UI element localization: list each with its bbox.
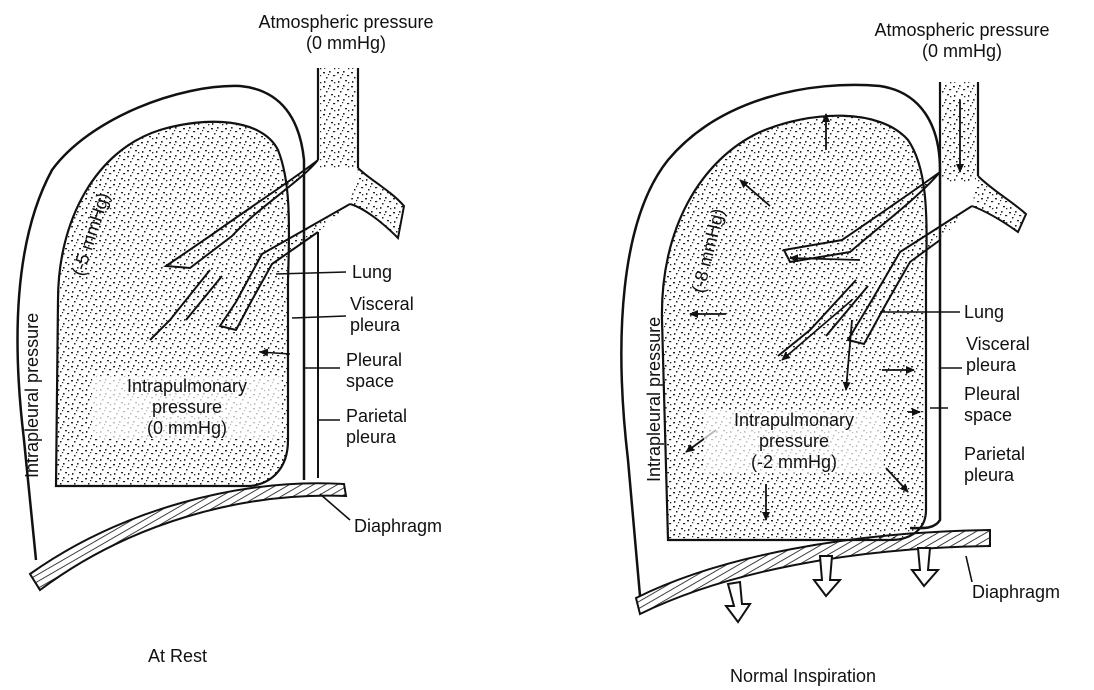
visceral-pleura-label-insp: Visceral pleura <box>966 334 1030 376</box>
diaphragm-label-insp: Diaphragm <box>972 582 1060 603</box>
lung-label-rest: Lung <box>352 262 392 283</box>
intrapulmonary-pressure-label-rest: Intrapulmonary pressure (0 mmHg) <box>92 376 282 439</box>
intrapulmonary-line1: Intrapulmonary <box>92 376 282 397</box>
caption-normal-inspiration: Normal Inspiration <box>730 666 876 687</box>
parietal-line1: Parietal <box>964 444 1025 465</box>
intrapulmonary-line3: (0 mmHg) <box>92 418 282 439</box>
caption-at-rest: At Rest <box>148 646 207 667</box>
space-line2: space <box>346 371 402 392</box>
intrapulmonary-line3: (-2 mmHg) <box>704 452 884 473</box>
atmospheric-line2: (0 mmHg) <box>246 33 446 54</box>
parietal-line1: Parietal <box>346 406 407 427</box>
space-line1: Pleural <box>346 350 402 371</box>
lung-inspiration <box>662 116 927 540</box>
intrapleural-pressure-label-rest: Intrapleural pressure <box>22 313 43 478</box>
intrapulmonary-line2: pressure <box>92 397 282 418</box>
atmospheric-line1: Atmospheric pressure <box>842 20 1082 41</box>
visceral-line2: pleura <box>350 315 414 336</box>
intrapulmonary-line1: Intrapulmonary <box>704 410 884 431</box>
parietal-line2: pleura <box>346 427 407 448</box>
visceral-line1: Visceral <box>966 334 1030 355</box>
parietal-pleura-label-insp: Parietal pleura <box>964 444 1025 486</box>
atmospheric-line2: (0 mmHg) <box>842 41 1082 62</box>
parietal-line2: pleura <box>964 465 1025 486</box>
diaphragm-label-rest: Diaphragm <box>354 516 442 537</box>
lung-label-insp: Lung <box>964 302 1004 323</box>
atmospheric-pressure-label-rest: Atmospheric pressure (0 mmHg) <box>246 12 446 54</box>
atmospheric-line1: Atmospheric pressure <box>246 12 446 33</box>
visceral-line1: Visceral <box>350 294 414 315</box>
atmospheric-pressure-label-insp: Atmospheric pressure (0 mmHg) <box>842 20 1082 62</box>
space-line1: Pleural <box>964 384 1020 405</box>
visceral-line2: pleura <box>966 355 1030 376</box>
diaphragm-rest <box>30 483 346 590</box>
pleural-space-label-insp: Pleural space <box>964 384 1020 426</box>
space-line2: space <box>964 405 1020 426</box>
intrapulmonary-pressure-label-insp: Intrapulmonary pressure (-2 mmHg) <box>704 410 884 473</box>
panel-at-rest <box>17 68 404 590</box>
intrapulmonary-line2: pressure <box>704 431 884 452</box>
intrapleural-pressure-label-insp: Intrapleural pressure <box>644 317 665 482</box>
pleural-space-label-rest: Pleural space <box>346 350 402 392</box>
parietal-pleura-label-rest: Parietal pleura <box>346 406 407 448</box>
visceral-pleura-label-rest: Visceral pleura <box>350 294 414 336</box>
